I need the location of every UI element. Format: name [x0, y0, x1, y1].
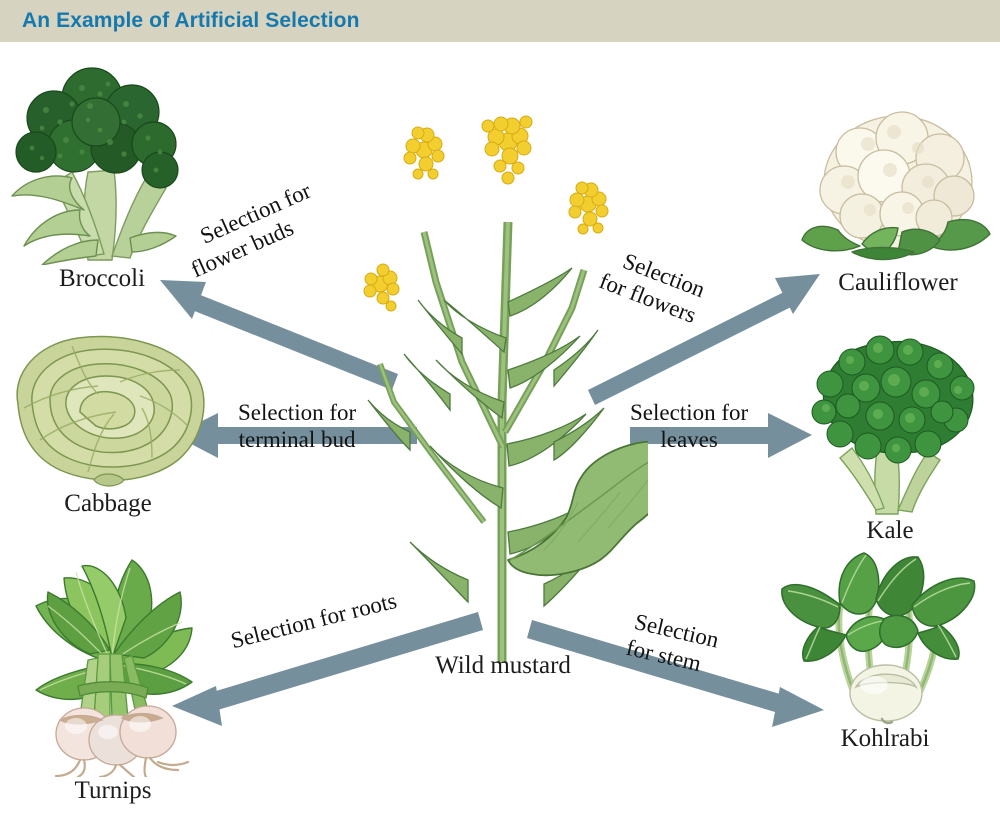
node-cauliflower: Cauliflower — [798, 104, 998, 297]
wild-mustard-plant — [363, 115, 648, 662]
arrow-label-line1: Selection for — [238, 400, 357, 425]
cauliflower-illustration — [801, 111, 991, 261]
node-cabbage: Cabbage — [2, 330, 214, 518]
node-wild-mustard — [358, 102, 648, 662]
mustard-flowers — [363, 115, 609, 312]
broccoli-label: Broccoli — [58, 265, 146, 292]
arrow-label-terminal-bud: Selection for terminal bud — [238, 399, 356, 453]
cauliflower-label: Cauliflower — [838, 269, 958, 296]
arrow-label-flower-buds: Selection for flower buds — [187, 177, 326, 283]
cabbage-label: Cabbage — [64, 490, 152, 517]
arrow-label-line2: leaves — [660, 427, 718, 453]
turnips-label: Turnips — [74, 777, 152, 804]
title-bar: An Example of Artificial Selection — [0, 0, 1000, 42]
kale-label: Kale — [866, 517, 914, 544]
arrow-label-line1: Selection for — [630, 400, 749, 425]
lobed-leaf — [507, 441, 648, 577]
arrow-label-line2: terminal bud — [238, 427, 356, 453]
artificial-selection-diagram: Selection for flower buds Selection for … — [0, 42, 1000, 813]
node-turnips: Turnips — [10, 522, 216, 805]
node-broccoli: Broccoli — [0, 60, 208, 293]
kohlrabi-illustration — [781, 552, 976, 725]
kale-illustration — [811, 335, 975, 515]
page-title: An Example of Artificial Selection — [22, 9, 360, 32]
turnips-illustration — [35, 559, 193, 777]
cabbage-illustration — [16, 335, 205, 487]
kohlrabi-label: Kohlrabi — [840, 725, 930, 752]
node-kohlrabi: Kohlrabi — [778, 547, 992, 753]
wild-mustard-label: Wild mustard — [435, 652, 571, 679]
node-kale: Kale — [790, 332, 990, 545]
arrow-label-leaves: Selection for leaves — [630, 399, 748, 453]
broccoli-illustration — [11, 67, 179, 265]
